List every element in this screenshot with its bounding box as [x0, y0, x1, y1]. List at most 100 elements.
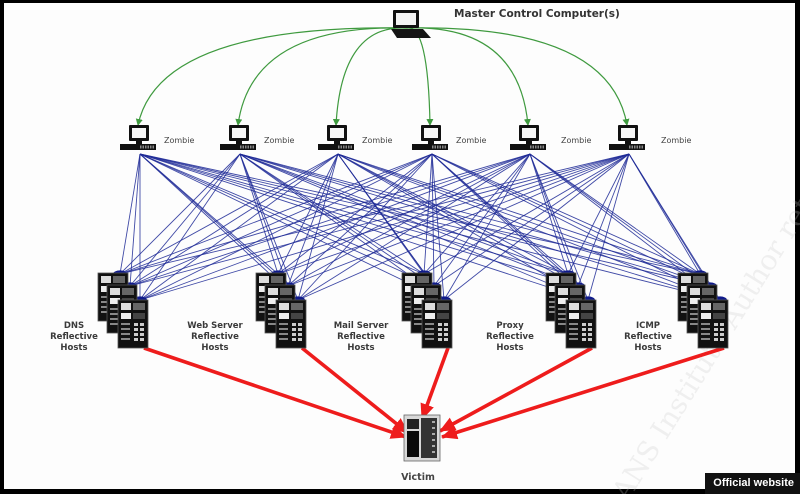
edge-master-to-zombie [332, 27, 408, 126]
server-vent [701, 328, 710, 330]
monitor-stand [334, 141, 340, 144]
monitor-screen [424, 128, 438, 138]
server-stack-icon [677, 272, 729, 349]
server-slot [292, 328, 296, 331]
zombie-label: Zombie [264, 136, 295, 145]
edge-zombie-to-reflector [139, 153, 339, 301]
server-vent [121, 338, 130, 340]
server-slot [140, 338, 144, 341]
server-slot [714, 333, 718, 336]
server-slot [582, 338, 586, 341]
official-website-badge[interactable]: Official website [705, 473, 800, 494]
zombie-label: Zombie [164, 136, 195, 145]
monitor-screen [621, 128, 635, 138]
monitor-screen [132, 128, 146, 138]
keyboard-key [348, 145, 350, 149]
server-vent [110, 313, 119, 315]
keyboard-key [636, 145, 638, 149]
reflector-label-web-server: Web Server Reflective Hosts [180, 321, 250, 354]
server-slot [714, 328, 718, 331]
keyboard-key [338, 145, 340, 149]
edge-zombie-to-reflector [287, 153, 630, 287]
server-drive [259, 286, 269, 292]
keyboard [318, 144, 354, 150]
server-vent [405, 306, 414, 308]
reflector-label-line: Web Server [187, 321, 243, 331]
server-bay [581, 303, 593, 310]
server-drive [110, 298, 120, 304]
server-vent [121, 328, 130, 330]
server-vent [701, 333, 710, 335]
server-vent [681, 306, 690, 308]
edge-zombie-to-reflector [277, 153, 433, 275]
server-vent [558, 323, 567, 325]
server-slot [134, 323, 138, 326]
edge-zombie-to-reflector [443, 153, 531, 301]
server-bay [122, 288, 134, 295]
edge-zombie-to-reflector [297, 153, 630, 301]
edge-zombie-to-reflector [139, 153, 579, 287]
reflector-label-line: Hosts [634, 343, 662, 353]
edge-zombie-to-reflector [239, 153, 425, 275]
edge-zombie-to-reflector [337, 153, 721, 301]
edge-reflector-to-victim [300, 346, 410, 435]
server-vent [101, 301, 110, 303]
edge-zombie-to-reflector [587, 153, 630, 301]
server-drive [558, 298, 568, 304]
edge-zombie-to-reflector [129, 153, 241, 287]
server-slot [714, 323, 718, 326]
server-bay [426, 288, 438, 295]
keyboard-key [639, 145, 641, 149]
server-bay [417, 276, 429, 283]
server-slot [588, 338, 592, 341]
keyboard-key [634, 145, 636, 149]
edge-reflector-to-victim [420, 347, 450, 420]
victim-led [432, 451, 435, 453]
server-slot [588, 333, 592, 336]
edge-zombie-to-reflector [129, 153, 433, 287]
edge-zombie-to-reflector [277, 153, 339, 275]
keyboard-key [437, 145, 439, 149]
server-slot [438, 323, 442, 326]
server-slot [438, 338, 442, 341]
edge-reflector-to-victim [439, 346, 593, 433]
server-vent [425, 323, 434, 325]
keyboard-key [140, 145, 142, 149]
server-drive [581, 313, 593, 319]
server-slot [588, 323, 592, 326]
keyboard-key [245, 145, 247, 149]
edge-zombie-to-reflector [529, 153, 579, 287]
edge-zombie-to-reflector [129, 153, 630, 287]
edge-zombie-to-reflector [277, 153, 531, 275]
keyboard-key [439, 145, 441, 149]
edge-reflector-to-victim [441, 346, 725, 440]
keyboard [609, 144, 645, 150]
server-bay [569, 303, 579, 310]
reflector-label-mail-server: Mail Server Reflective Hosts [326, 321, 396, 354]
server-bay [690, 288, 700, 295]
server-vent [110, 323, 119, 325]
edge-zombie-to-reflector [139, 153, 435, 287]
server-bay [259, 276, 269, 283]
reflector-label-line: Reflective [624, 332, 672, 342]
server-vent [558, 318, 567, 320]
server-bay [713, 303, 725, 310]
keyboard-key [641, 145, 643, 149]
edge-zombie-to-reflector [119, 153, 339, 275]
server-vent [279, 333, 288, 335]
keyboard-key [150, 145, 152, 149]
edge-zombie-to-reflector [139, 153, 589, 301]
server-bay [113, 276, 125, 283]
server-slot [720, 328, 724, 331]
zombie-label: Zombie [456, 136, 487, 145]
server-slot [134, 328, 138, 331]
victim-label: Victim [401, 472, 435, 483]
reflector-label-line: Reflective [486, 332, 534, 342]
server-slot [582, 333, 586, 336]
server-vent [279, 323, 288, 325]
server-slot [298, 323, 302, 326]
edge-zombie-to-reflector [139, 153, 445, 301]
edge-reflector-to-victim [143, 346, 407, 439]
reflector-label-line: Reflective [337, 332, 385, 342]
server-slot [588, 328, 592, 331]
